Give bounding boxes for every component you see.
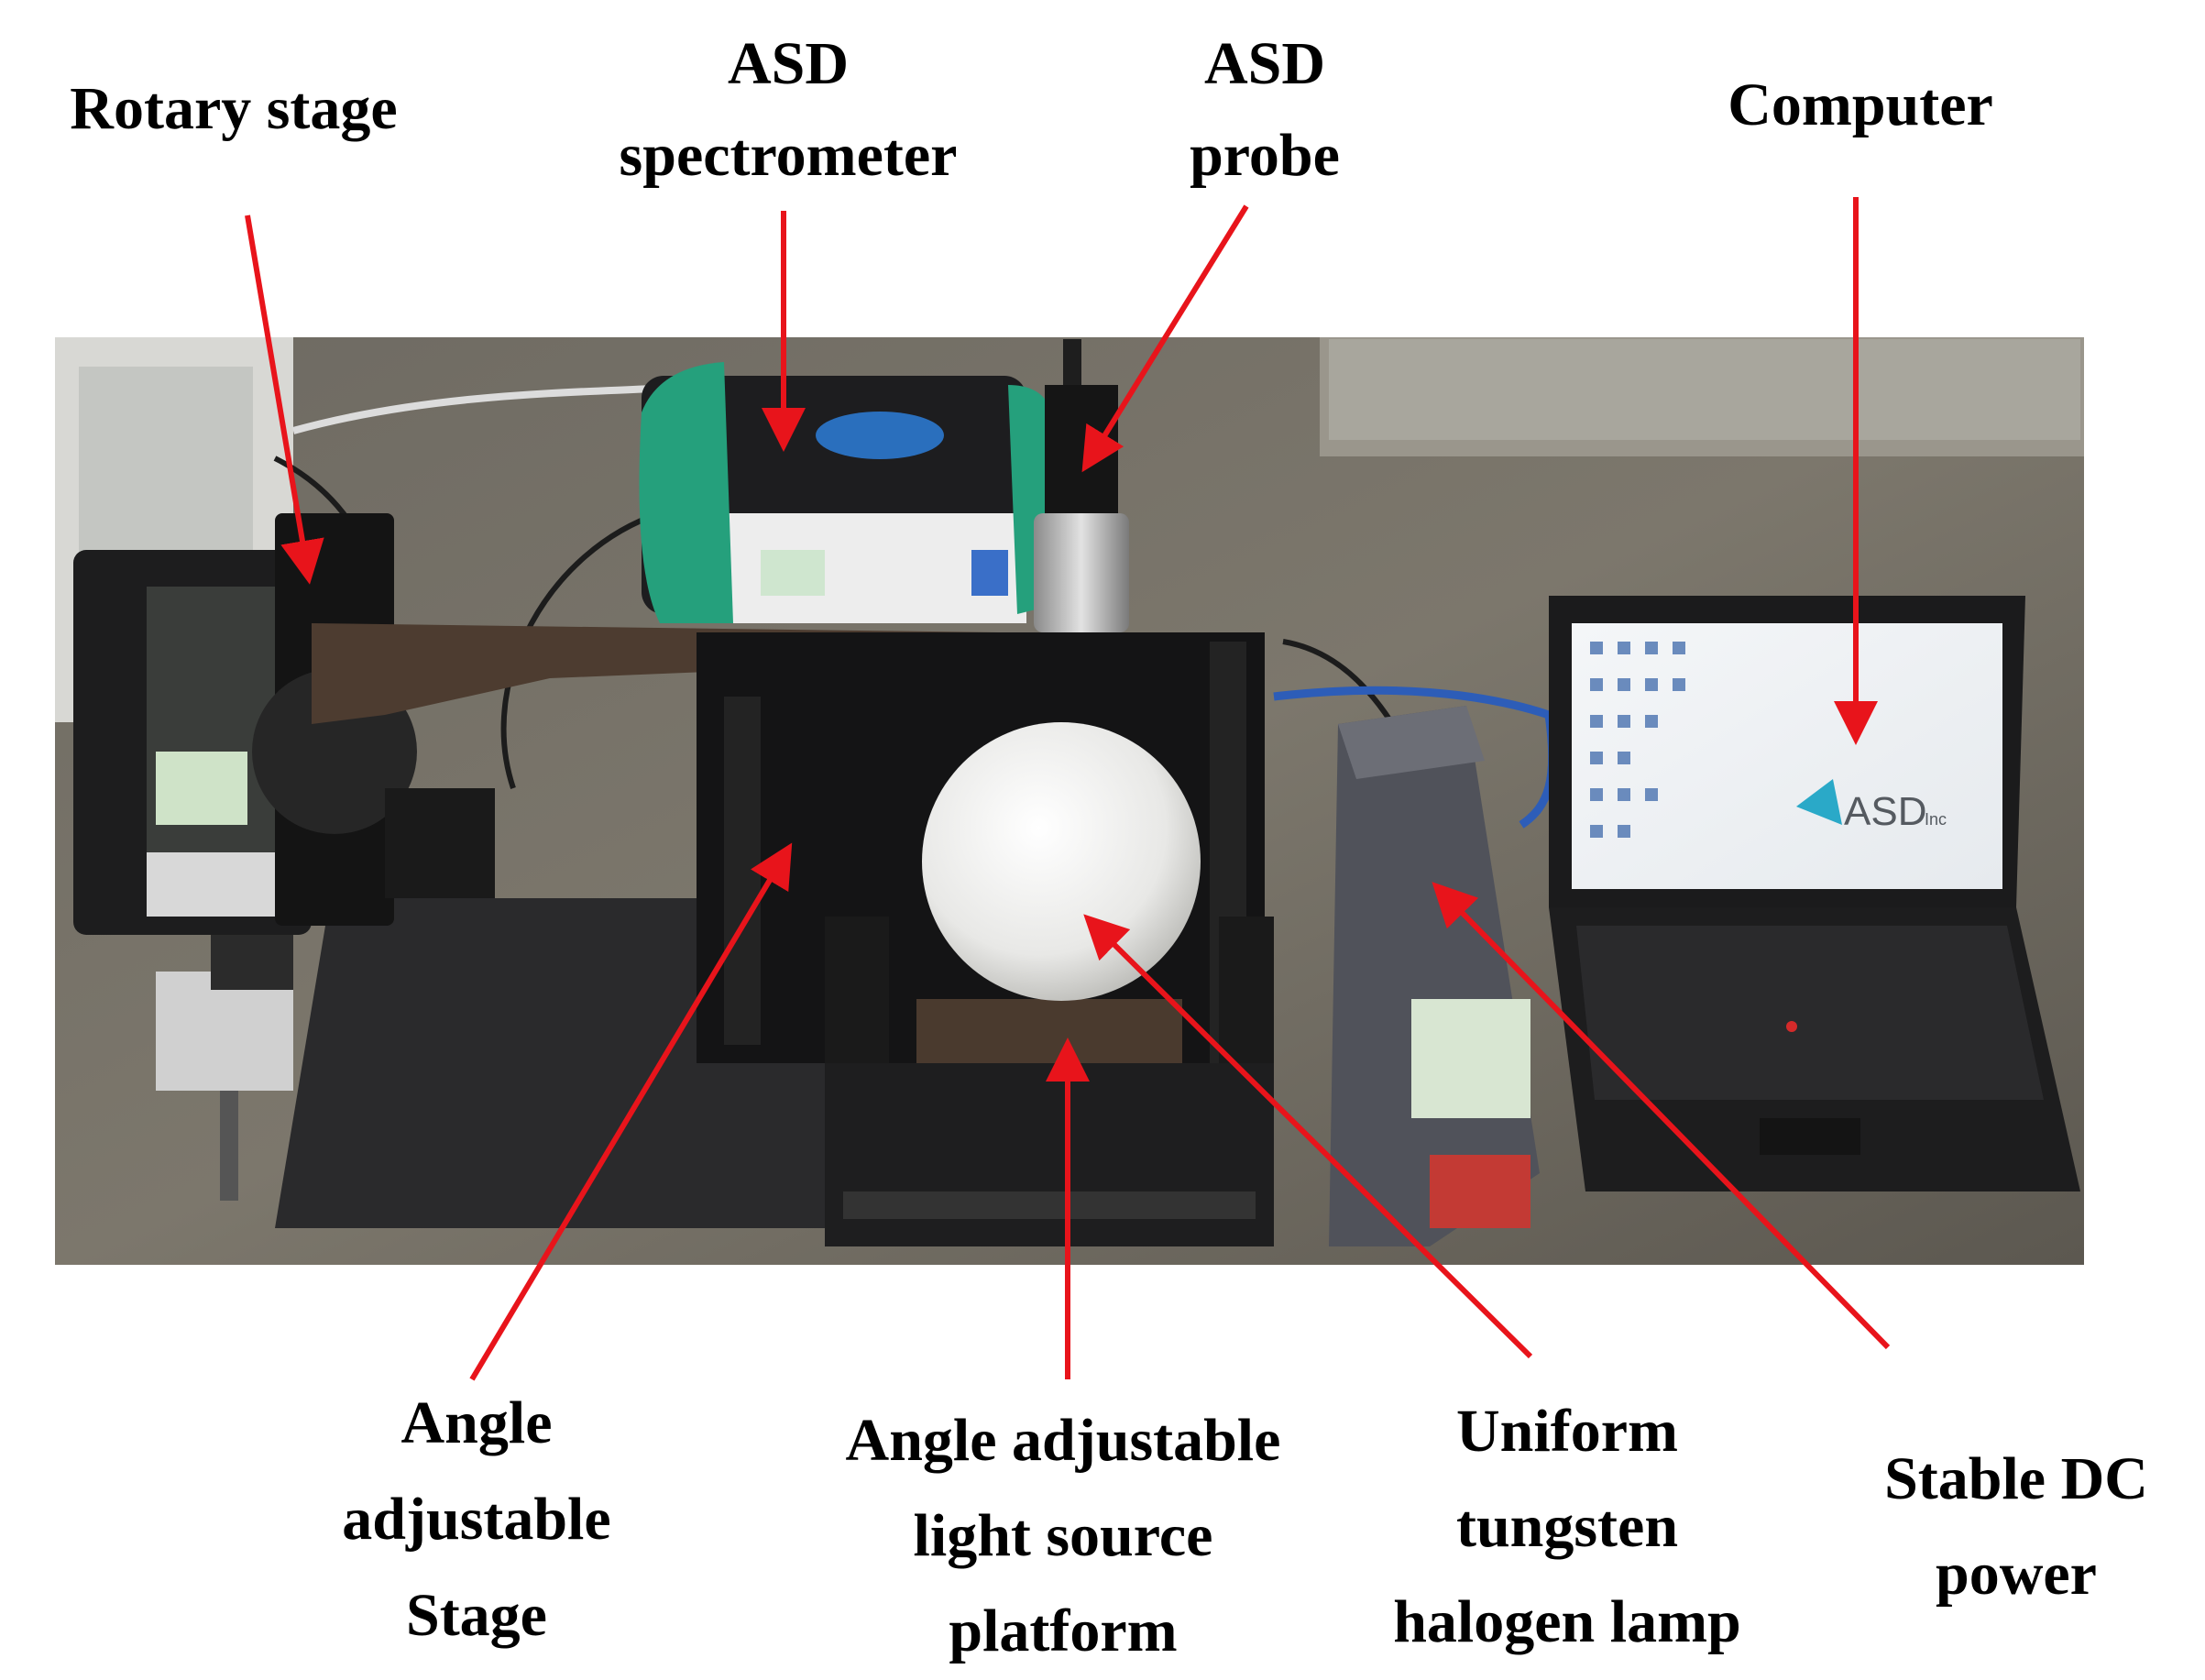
label-asd-spectrometer: ASD spectrometer (619, 30, 958, 189)
tungsten-halogen-sphere (922, 722, 1201, 1001)
label-asd-probe: ASD probe (1190, 30, 1340, 189)
arrow-rotary-stage (245, 214, 324, 585)
arrow-dc-power (1432, 882, 1891, 1350)
label-angle-adjustable-stage: Angle adjustable Stage (342, 1389, 611, 1649)
asd-logo-triangle (1796, 779, 1842, 825)
label-rotary-stage: Rotary stage (70, 75, 398, 142)
asd-logo-text: ASD (1844, 789, 1926, 834)
arrow-asd-probe (1081, 204, 1249, 473)
label-computer: Computer (1728, 71, 1993, 138)
laptop-screen (1572, 623, 2002, 889)
label-halogen-lamp: Uniform tungsten halogen lamp (1393, 1398, 1741, 1655)
label-dc-power: Stable DC power (1884, 1445, 2148, 1608)
asd-logo-suffix: Inc (1925, 810, 1947, 829)
arrow-angle-adjustable-stage (469, 842, 793, 1381)
dc-power-device (1329, 706, 1540, 1246)
label-light-source-platform: Angle adjustable light source platform (845, 1407, 1281, 1664)
laptop-computer: ASD Inc (1549, 596, 2080, 1191)
arrow-halogen-lamp (1083, 914, 1533, 1359)
